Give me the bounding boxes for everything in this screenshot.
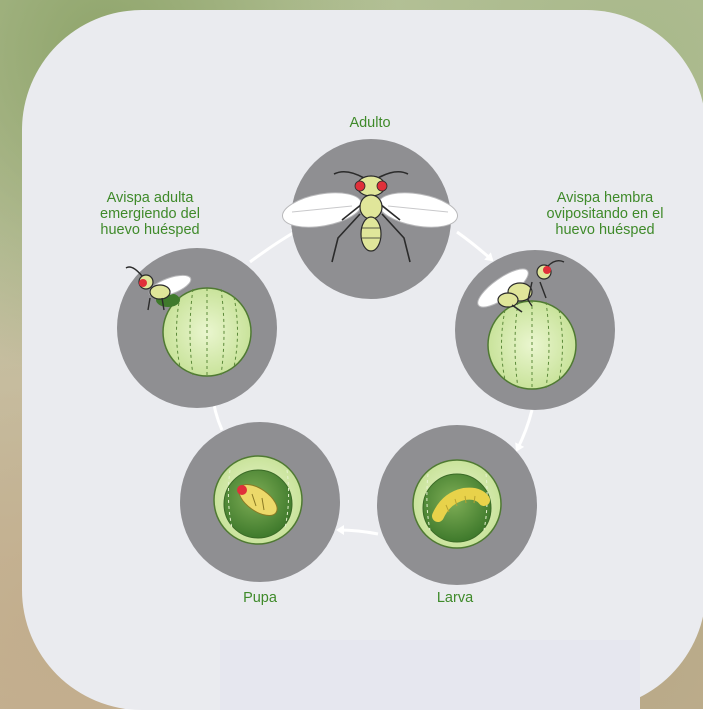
label-larva: Larva [405,590,505,606]
stage-larva [377,425,537,585]
label-adult: Adulto [320,115,420,131]
host-egg-with-pupa-icon [214,456,302,544]
stage-oviposition [455,250,615,410]
arrow-larva-to-pupa [338,530,378,534]
host-egg-icon [488,300,576,390]
host-egg-with-larva-icon [413,460,501,548]
stage-pupa [180,422,340,582]
stage-adult [280,139,460,299]
arrow-oviposition-to-larva [517,410,532,450]
label-emergence: Avispa adulta emergiendo del huevo huésp… [65,190,235,238]
label-oviposition: Avispa hembra ovipositando en el huevo h… [515,190,695,238]
arrow-adult-to-oviposition [457,232,492,260]
label-pupa: Pupa [210,590,310,606]
stage-emergence [117,248,277,408]
arrow-emergence-to-adult [250,230,298,262]
